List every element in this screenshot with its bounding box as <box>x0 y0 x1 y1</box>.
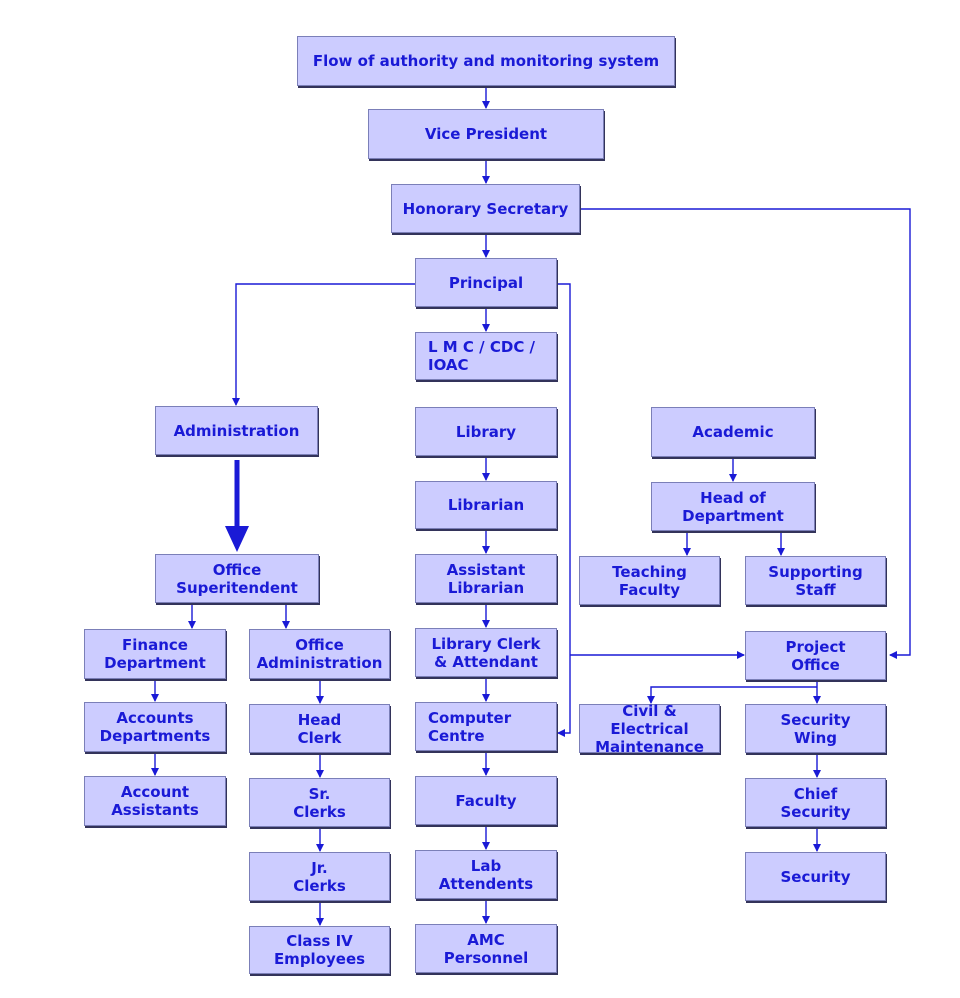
node-vice-president: Vice President <box>368 109 604 159</box>
connector-principal-right <box>557 283 571 737</box>
node-amc-personnel: AMC Personnel <box>415 924 557 973</box>
node-academic: Academic <box>651 407 815 457</box>
node-honorary-secretary: Honorary Secretary <box>391 184 580 233</box>
node-security: Security <box>745 852 886 901</box>
node-computer-centre: Computer Centre <box>415 702 557 751</box>
node-library: Library <box>415 407 557 456</box>
connector-hs-project-office <box>580 208 911 659</box>
node-jr-clerks: Jr. Clerks <box>249 852 390 901</box>
node-lab-attendents: Lab Attendents <box>415 850 557 899</box>
node-faculty: Faculty <box>415 776 557 825</box>
connector-principal-administration <box>232 283 415 406</box>
chart-title-box: Flow of authority and monitoring system <box>297 36 675 86</box>
node-sr-clerks: Sr. Clerks <box>249 778 390 827</box>
node-security-wing: Security Wing <box>745 704 886 753</box>
node-teaching-faculty: Teaching Faculty <box>579 556 720 605</box>
node-head-clerk: Head Clerk <box>249 704 390 753</box>
node-lmc-cdc-ioac: L M C / CDC / IOAC <box>415 332 557 380</box>
thick-arrow-head <box>225 526 249 552</box>
node-office-administration: Office Administration <box>249 629 390 679</box>
connector-project-civil <box>647 686 817 704</box>
node-head-of-department: Head of Department <box>651 482 815 531</box>
node-assistant-librarian: Assistant Librarian <box>415 554 557 603</box>
node-accounts-departments: Accounts Departments <box>84 702 226 752</box>
node-chief-security: Chief Security <box>745 778 886 827</box>
node-finance-department: Finance Department <box>84 629 226 679</box>
node-civil-electrical-maintenance: Civil & Electrical Maintenance <box>579 702 720 756</box>
node-class-iv-employees: Class IV Employees <box>249 926 390 974</box>
node-project-office: Project Office <box>745 631 886 680</box>
node-supporting-staff: Supporting Staff <box>745 556 886 605</box>
node-librarian: Librarian <box>415 481 557 529</box>
node-administration: Administration <box>155 406 318 455</box>
node-account-assistants: Account Assistants <box>84 776 226 826</box>
node-office-superintendent: Office Superitendent <box>155 554 319 603</box>
node-principal: Principal <box>415 258 557 307</box>
node-library-clerk-attendant: Library Clerk & Attendant <box>415 628 557 677</box>
